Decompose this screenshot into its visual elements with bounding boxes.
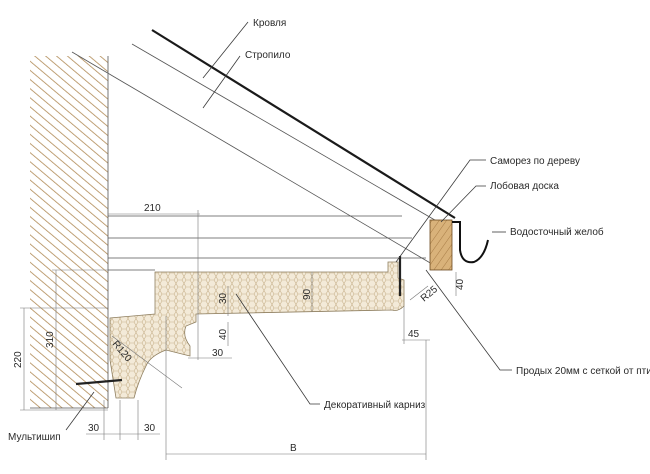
label-roofing: Кровля: [253, 18, 286, 29]
label-decorative-cornice: Декоративный карниз: [324, 400, 426, 411]
dim-30-bottom-right: 30: [144, 423, 156, 434]
dim-210: 210: [144, 203, 161, 214]
dim-90: 90: [302, 288, 313, 300]
dim-310: 310: [45, 331, 56, 348]
dim-r25: R25: [419, 284, 440, 305]
label-wood-screw: Саморез по дереву: [490, 156, 580, 167]
roofing-line: [151, 29, 456, 219]
rafter-top-line: [131, 43, 453, 231]
dim-30-bottom-left: 30: [88, 423, 100, 434]
dim-45: 45: [408, 329, 420, 340]
dim-30-horizontal: 30: [212, 348, 224, 359]
label-fascia-board: Лобовая доска: [490, 180, 559, 192]
dim-30-vertical: 30: [218, 292, 229, 304]
label-multipin: Мультишип: [8, 432, 61, 443]
fascia-board: [429, 219, 453, 271]
dim-b: B: [290, 443, 297, 454]
rafter-bottom-line: [71, 51, 433, 265]
label-vent-gap: Продых 20мм с сеткой от птиц: [516, 366, 650, 377]
dim-220: 220: [13, 351, 24, 368]
label-rafter: Стропило: [245, 50, 291, 61]
brick-wall: [30, 56, 108, 408]
label-gutter: Водосточный желоб: [510, 226, 604, 238]
dim-40-fascia: 40: [455, 278, 466, 290]
gutter-shape: [452, 221, 489, 264]
dim-40-vertical: 40: [218, 328, 229, 340]
multipin-anchor: [75, 378, 123, 386]
decorative-cornice-body: [109, 261, 405, 399]
